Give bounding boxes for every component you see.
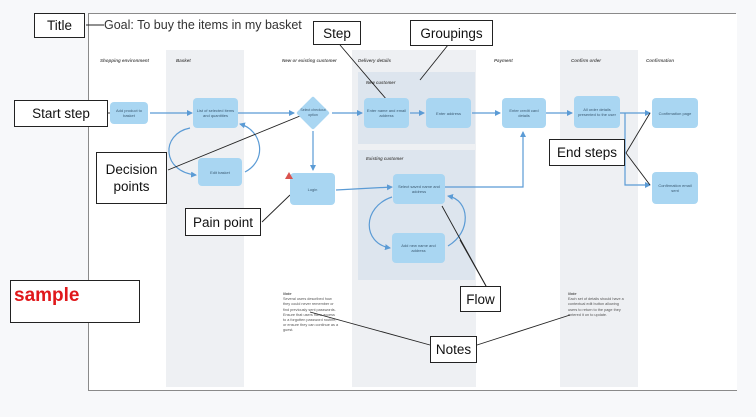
step-list-items: List of selected items and quantities [193, 98, 238, 128]
step-confirmation-email: Confirmation email sent [652, 172, 698, 204]
callout-step: Step [313, 21, 361, 45]
decision-label: Select checkout option [300, 108, 326, 117]
step-edit-basket: Edit basket [198, 158, 242, 186]
sample-watermark: sample [10, 280, 140, 323]
callout-notes: Notes [430, 336, 477, 363]
step-add-new-name: Add new name and address [392, 233, 445, 263]
step-all-details: All order details presented to the user [574, 96, 620, 128]
note-password-text: Several users described how they could n… [283, 297, 339, 333]
note-password: Note Several users described how they co… [283, 292, 339, 334]
step-login: Login [290, 173, 335, 205]
callout-end-steps: End steps [549, 139, 625, 166]
step-enter-card: Enter credit card details [502, 98, 546, 128]
lane-header-payment: Payment [494, 58, 513, 63]
step-enter-name-email: Enter name and email address [364, 98, 409, 128]
step-confirmation-page: Confirmation page [652, 98, 698, 128]
note-edit-text: Each set of details should have a contex… [568, 297, 624, 317]
lane-header-shopping: Shopping environment [100, 58, 149, 63]
callout-flow: Flow [460, 286, 501, 312]
warning-triangle-icon [285, 172, 293, 179]
callout-title: Title [34, 13, 85, 38]
lane-header-delivery: Delivery details [358, 58, 392, 63]
step-enter-address: Enter address [426, 98, 471, 128]
callout-pain-point: Pain point [185, 208, 261, 236]
note-password-title: Note [283, 292, 292, 296]
group-label-existing-customer: Existing customer [366, 156, 404, 161]
callout-groupings: Groupings [410, 20, 493, 46]
callout-decision-points: Decision points [96, 152, 167, 204]
board-top-rule [88, 13, 736, 14]
lane-header-new-or-existing: New or existing customer [282, 58, 337, 63]
step-select-saved: Select saved name and address [393, 174, 445, 204]
note-edit-title: Note [568, 292, 577, 296]
note-edit-details: Note Each set of details should have a c… [568, 292, 628, 318]
goal-title: Goal: To buy the items in my basket [104, 18, 302, 32]
lane-header-basket: Basket [176, 58, 191, 63]
lane-header-confirm: Confirm order [571, 58, 602, 63]
lane-header-confirmation: Confirmation [646, 58, 674, 63]
decision-point: Select checkout option [296, 96, 330, 130]
group-label-new-customer: New customer [366, 80, 396, 85]
callout-start-step: Start step [14, 100, 108, 127]
step-add-product: Add product to basket [110, 102, 148, 124]
